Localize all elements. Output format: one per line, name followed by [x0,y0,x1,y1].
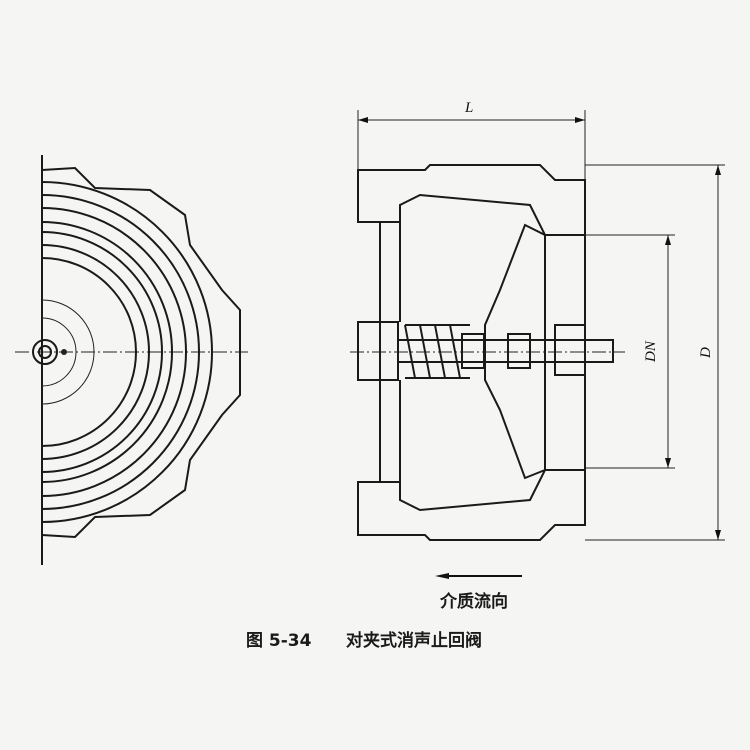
dimension-label-length: L [464,100,473,116]
dimension-label-dn: DN [643,340,659,363]
flow-direction-label: 介质流向 [439,591,508,612]
section-view [350,164,625,541]
caption-title: 对夹式消声止回阀 [346,630,482,651]
dimension-label-d: D [698,347,714,359]
dimension-lines [357,110,725,541]
end-view [15,155,248,565]
caption-number: 图 5-34 [246,631,312,651]
flow-arrow-icon [435,573,522,579]
